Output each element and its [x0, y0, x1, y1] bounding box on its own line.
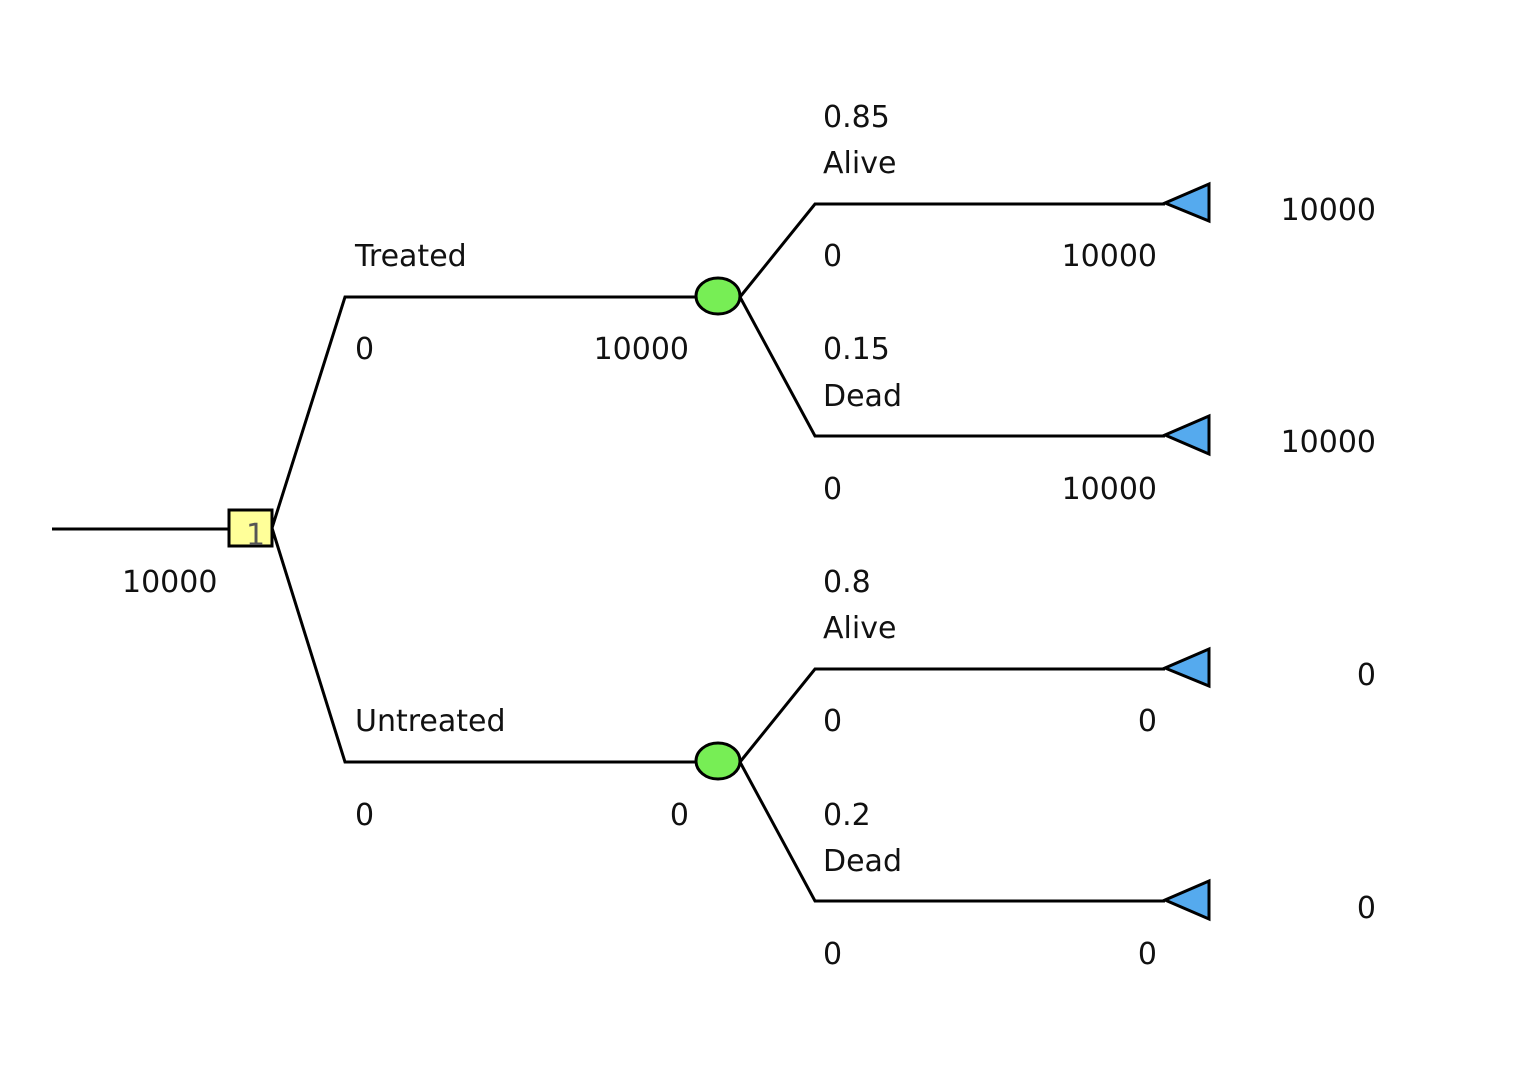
chance-circle-icon[interactable] — [694, 276, 742, 316]
outcome-cost: 0 — [823, 239, 842, 274]
branch-value-treated: 10000 — [594, 332, 689, 367]
branch-value-untreated: 0 — [670, 798, 689, 833]
outcome-label: Alive — [823, 611, 896, 646]
outcome-value: 10000 — [1062, 472, 1157, 507]
terminal-payoff: 10000 — [1281, 425, 1376, 460]
terminal-payoff: 0 — [1357, 891, 1376, 926]
outcome-cost: 0 — [823, 472, 842, 507]
outcome-label: Alive — [823, 146, 896, 181]
outcome-edge-treated-alive — [738, 202, 1165, 298]
terminal-payoff: 0 — [1357, 658, 1376, 693]
outcome-probability: 0.85 — [823, 100, 890, 135]
outcome-cost: 0 — [823, 937, 842, 972]
decision-node-label: 1 — [246, 518, 265, 553]
branch-label-treated: Treated — [354, 239, 467, 274]
outcome-edge-treated-dead — [738, 296, 1165, 438]
branch-edge-untreated — [270, 527, 697, 764]
branch-cost-untreated: 0 — [355, 798, 374, 833]
branch-edge-treated — [270, 295, 697, 529]
chance-circle-icon[interactable] — [694, 741, 742, 781]
outcome-value: 0 — [1138, 937, 1157, 972]
outcome-probability: 0.15 — [823, 332, 890, 367]
outcome-value: 0 — [1138, 704, 1157, 739]
outcome-probability: 0.8 — [823, 565, 871, 600]
outcome-cost: 0 — [823, 704, 842, 739]
terminal-triangle-icon[interactable] — [1161, 646, 1211, 689]
outcome-probability: 0.2 — [823, 798, 871, 833]
branch-cost-treated: 0 — [355, 332, 374, 367]
outcome-value: 10000 — [1062, 239, 1157, 274]
terminal-payoff: 10000 — [1281, 193, 1376, 228]
outcome-label: Dead — [823, 844, 902, 879]
root-value: 10000 — [122, 565, 217, 600]
terminal-triangle-icon[interactable] — [1161, 878, 1211, 922]
terminal-triangle-icon[interactable] — [1161, 181, 1211, 224]
decision-node[interactable]: 1 — [227, 508, 274, 553]
outcome-edge-untreated-dead — [738, 761, 1165, 903]
decision-square-icon — [227, 508, 274, 548]
outcome-edge-untreated-alive — [738, 667, 1165, 763]
terminal-triangle-icon[interactable] — [1161, 413, 1211, 457]
branch-label-untreated: Untreated — [355, 704, 506, 739]
outcome-label: Dead — [823, 379, 902, 414]
